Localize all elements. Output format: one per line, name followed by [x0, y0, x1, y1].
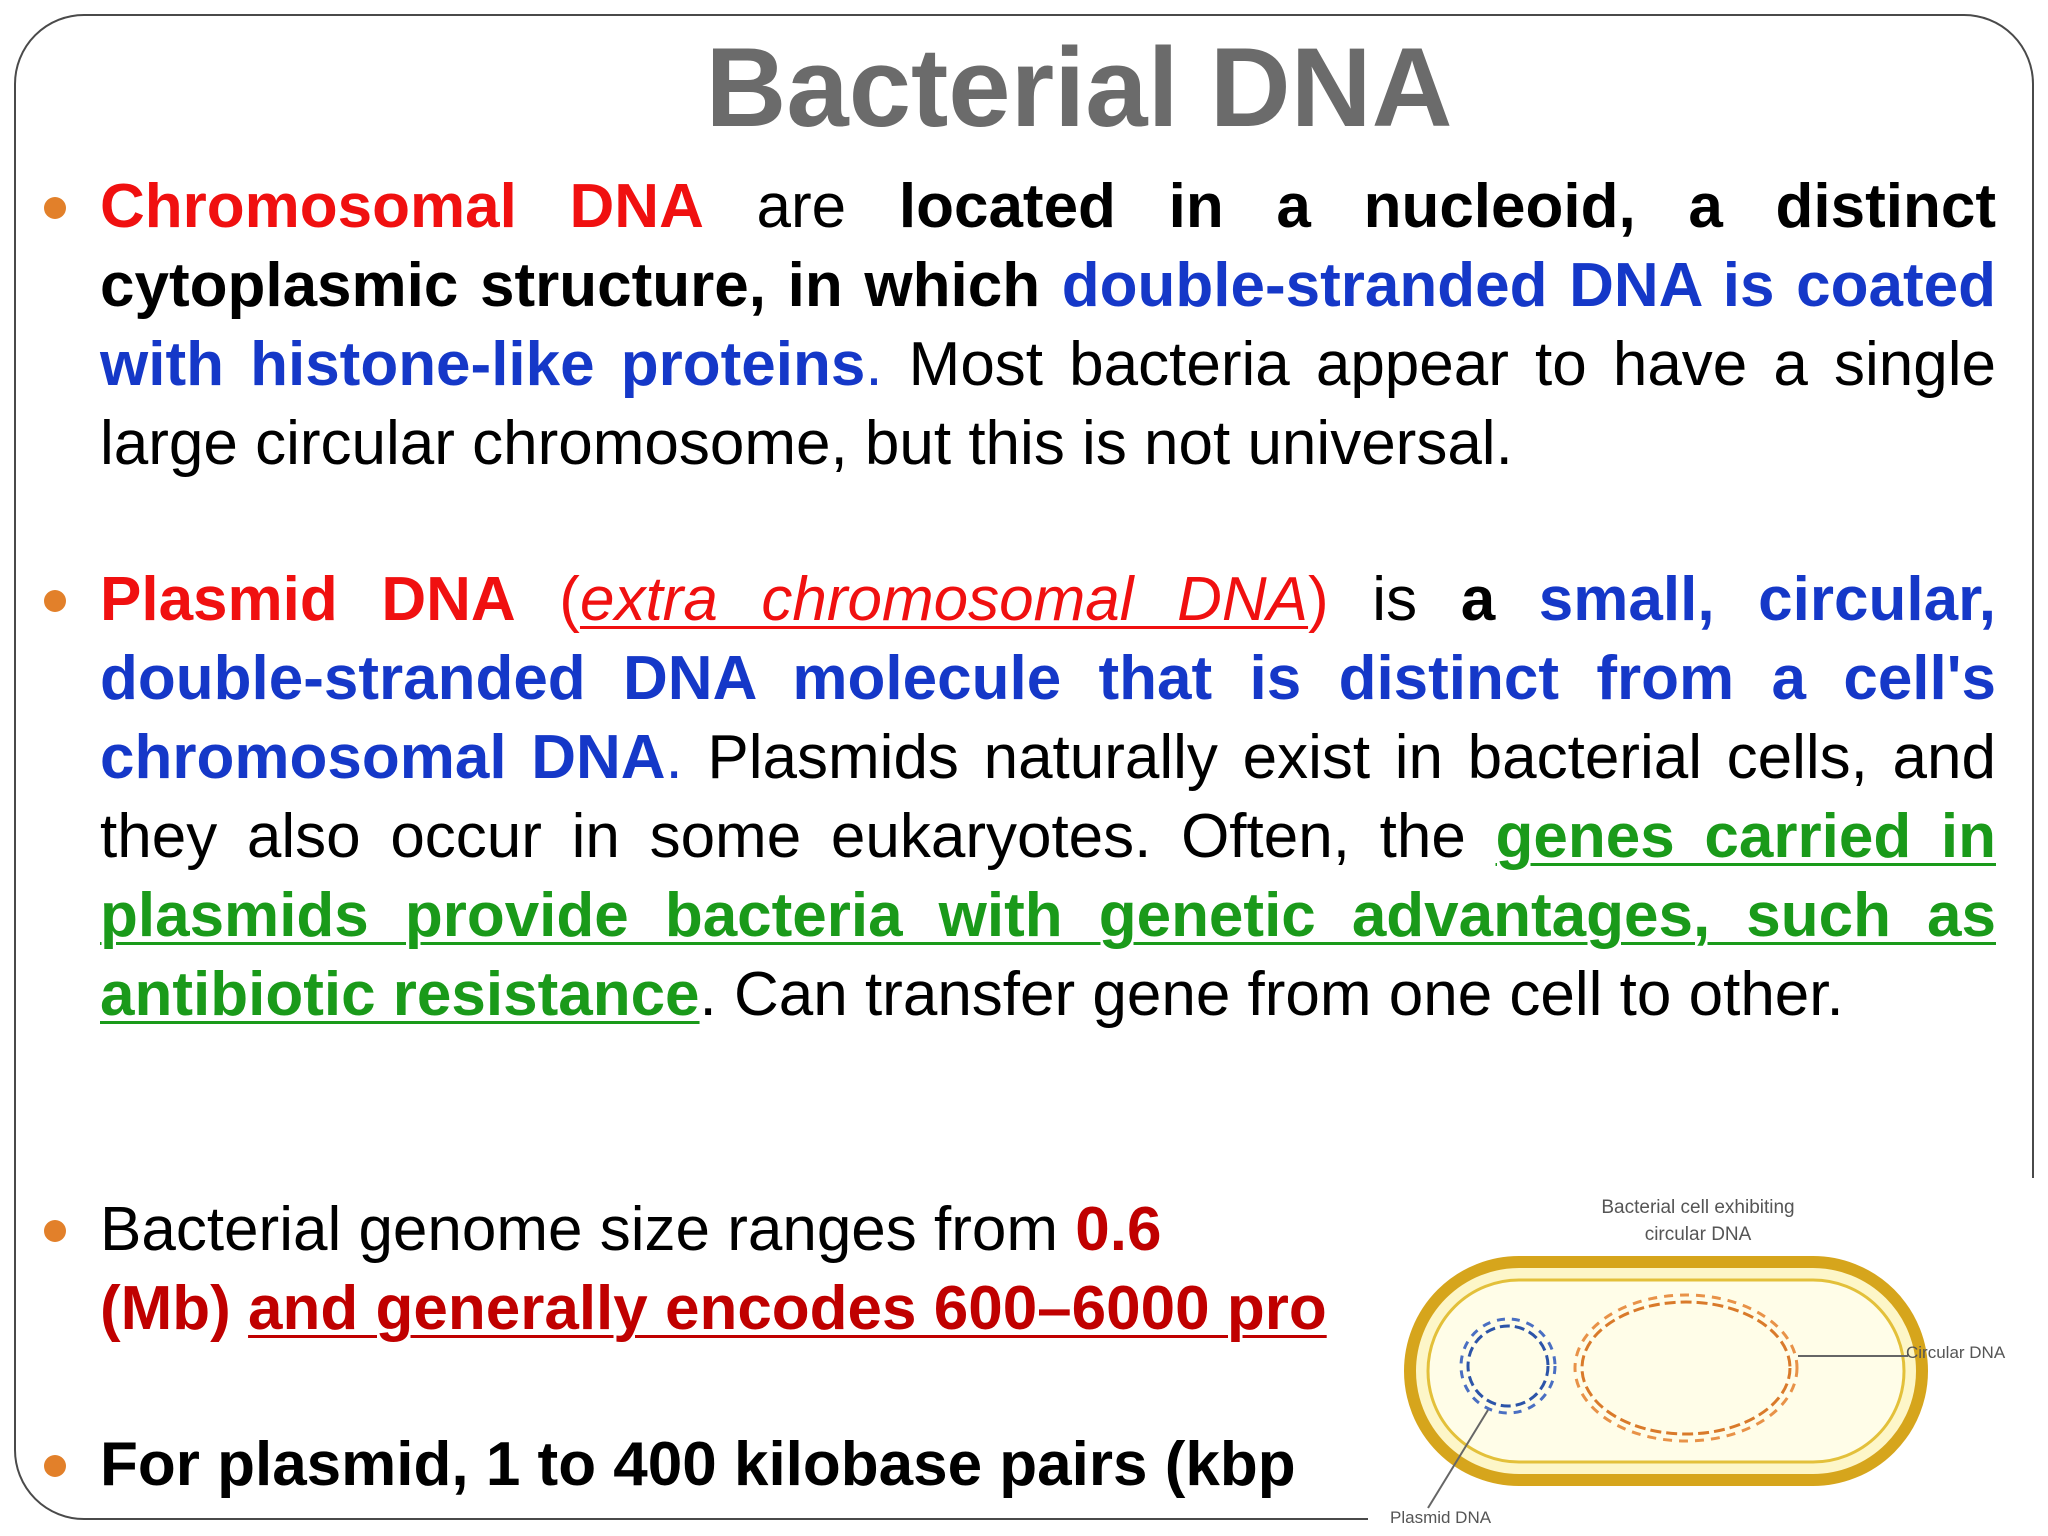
text-highlight-darkred: and generally encodes 600–6000 pro: [248, 1274, 1327, 1343]
bullet-chromosomal-dna: Chromosomal DNA are located in a nucleoi…: [44, 167, 1997, 483]
text-paren: ): [1308, 565, 1329, 634]
figure-caption: Bacterial cell exhibiting circular DNA: [1538, 1194, 1858, 1248]
text: are: [703, 172, 899, 241]
text: Most bacteria appear to have a single la…: [100, 330, 1997, 478]
bullet-dot: [44, 590, 66, 612]
cell-membrane: [1426, 1278, 1906, 1464]
text-bold: a: [1460, 565, 1496, 634]
label-circular-dna: Circular DNA: [1906, 1343, 2006, 1362]
bullet-plasmid-size: For plasmid, 1 to 400 kilobase pairs (kb…: [44, 1425, 1380, 1504]
text: Bacterial genome size ranges from: [100, 1195, 1076, 1264]
text-bold: located in a nucleoid, a distinct cytopl…: [100, 172, 1997, 320]
text-paren: (: [515, 565, 580, 634]
label-plasmid-dna: Plasmid DNA: [1390, 1508, 1492, 1527]
text-value: 0.6: [1075, 1195, 1162, 1264]
text: [231, 1274, 248, 1343]
text-highlight-green: genes carried in plasmids provide bacter…: [100, 802, 1996, 1029]
text-highlight-blue: small, circular, double-stranded DNA mol…: [100, 565, 1996, 792]
bacterial-cell-illustration: [1404, 1256, 1928, 1509]
figure-caption-line: circular DNA: [1644, 1224, 1752, 1245]
text-highlight-blue: double-stranded DNA is coated with histo…: [100, 251, 1996, 399]
text: is: [1328, 565, 1461, 634]
text: [1495, 565, 1539, 634]
term-plasmid-dna: Plasmid DNA: [100, 565, 516, 634]
plasmid-dna-icon: [1459, 1317, 1557, 1415]
bullet-plasmid-dna: Plasmid DNA (extra chromosomal DNA) is a…: [44, 560, 1996, 1034]
bullet-dot: [44, 1220, 66, 1242]
leader-line: [1427, 1409, 1489, 1509]
text: . Can transfer gene from one cell to oth…: [699, 960, 1844, 1029]
term-chromosomal-dna: Chromosomal DNA: [100, 172, 704, 241]
bullet-genome-size: Bacterial genome size ranges from 0.6 (M…: [44, 1190, 1370, 1348]
text-unit: (Mb): [100, 1274, 231, 1343]
text: Plasmids naturally exist in bacterial ce…: [100, 723, 1996, 871]
circular-dna-icon: [1573, 1293, 1799, 1443]
text-bold: For plasmid, 1 to 400 kilobase pairs (kb…: [100, 1430, 1296, 1499]
bacterial-cell-figure: Bacterial cell exhibiting circular DNA C…: [1368, 1178, 2048, 1536]
bullet-dot: [44, 197, 66, 219]
text-period: .: [865, 330, 883, 399]
figure-caption-line: Bacterial cell exhibiting: [1601, 1197, 1795, 1218]
text-extra-chromosomal: extra chromosomal DNA: [579, 565, 1309, 634]
bullet-dot: [44, 1455, 66, 1477]
slide-title: Bacterial DNA: [705, 25, 1453, 150]
text-period: .: [665, 723, 683, 792]
